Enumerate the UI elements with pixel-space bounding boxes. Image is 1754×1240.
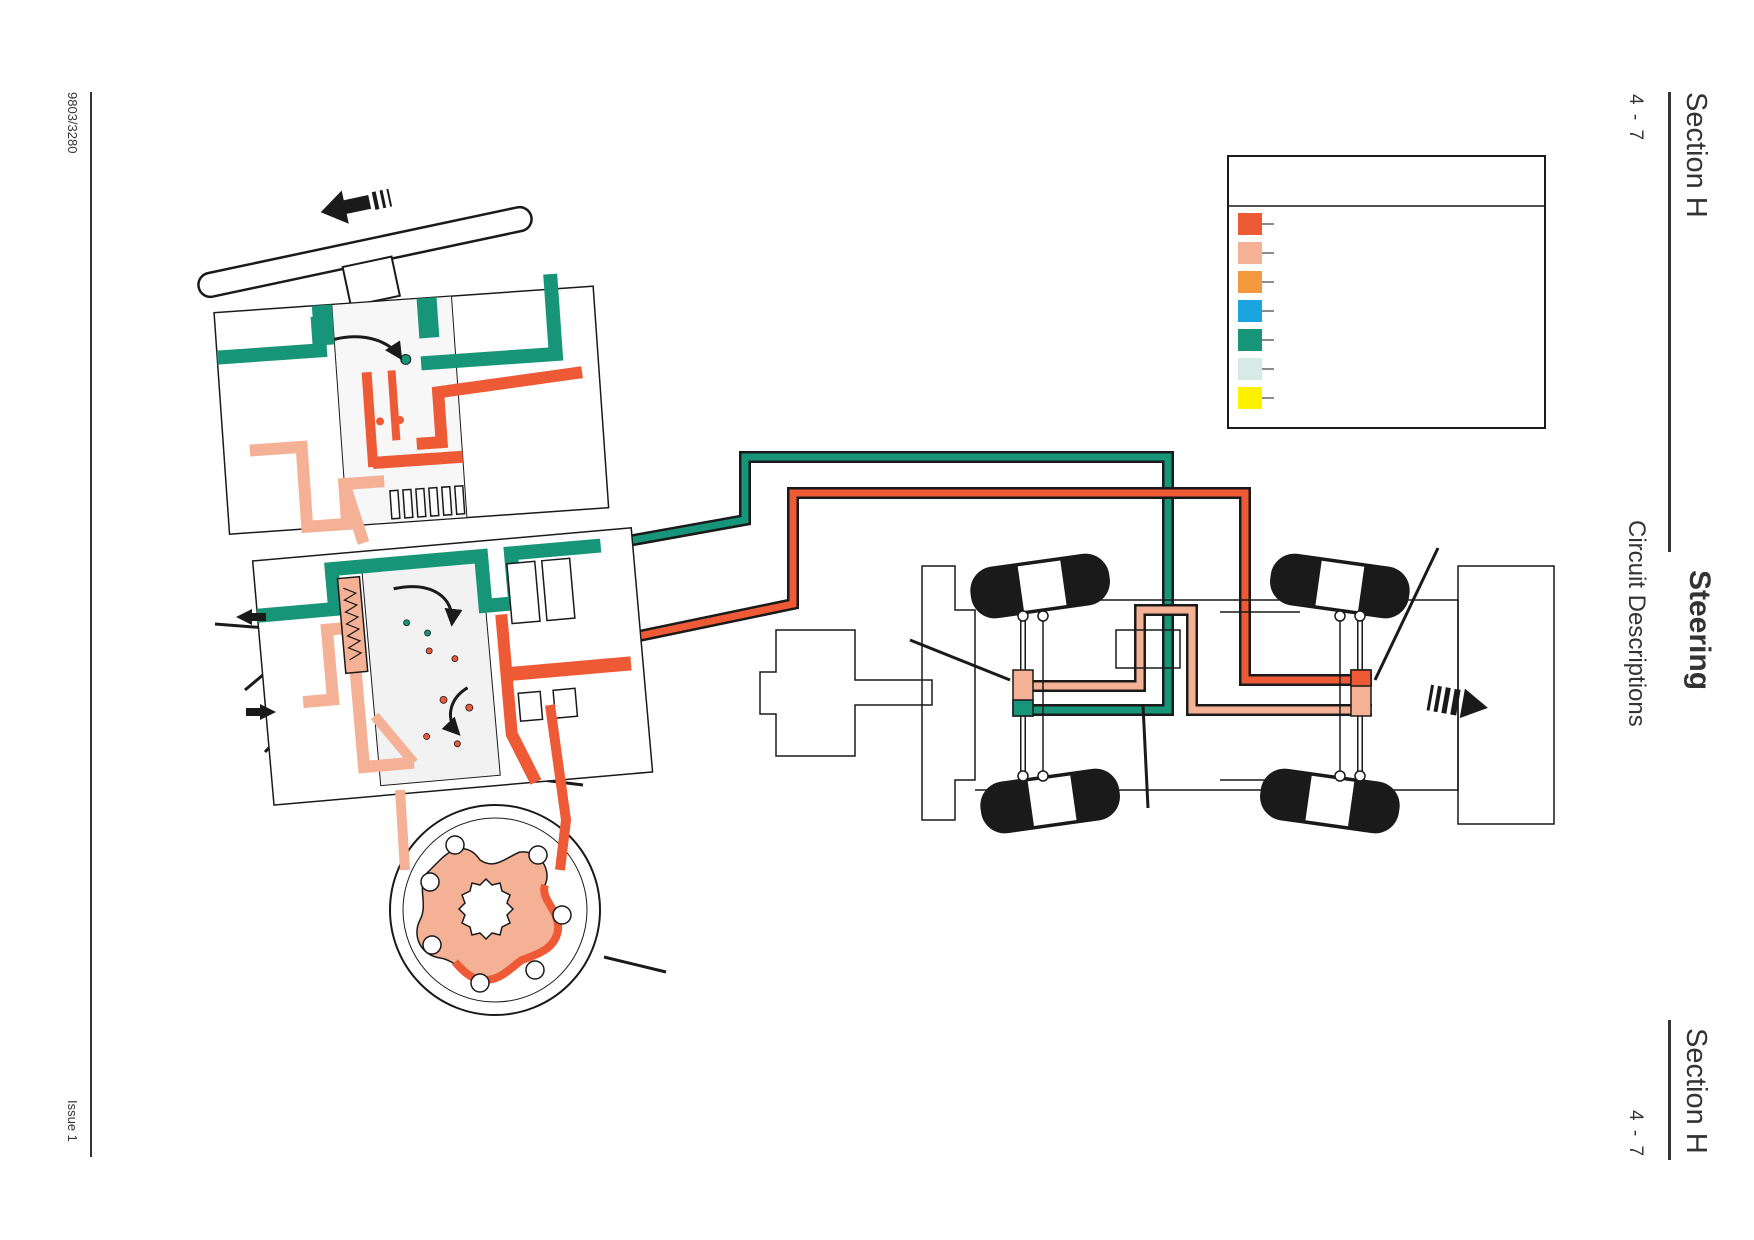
- wheels: [970, 553, 1410, 834]
- travel-direction-arrow: [1426, 684, 1488, 719]
- legend-swatch: [1238, 329, 1262, 351]
- gerotor-metering-unit: [389, 704, 601, 1016]
- legend-swatch: [1238, 213, 1262, 235]
- legend-swatch: [1238, 300, 1262, 322]
- legend-box: [1227, 155, 1546, 429]
- port-arrows: [236, 609, 276, 720]
- hydraulic-lines: [598, 451, 1372, 716]
- legend-swatch: [1238, 242, 1262, 264]
- legend-swatch: [1238, 387, 1262, 409]
- cylinder-line: [1030, 604, 1372, 716]
- header-rule-top: [1668, 92, 1671, 552]
- steering-unit-lower: [251, 527, 654, 806]
- legend-swatch: [1238, 358, 1262, 380]
- rear-axle: [1339, 600, 1372, 790]
- steering-wheel: [197, 205, 533, 308]
- footer-rule: [90, 92, 92, 1157]
- legend-swatches: [1238, 213, 1274, 409]
- steering-unit-upper: [213, 273, 610, 545]
- steer-direction-arrow: [320, 188, 393, 224]
- front-axle: [1012, 600, 1044, 790]
- header-rule-bottom: [1668, 1020, 1671, 1160]
- legend-swatch: [1238, 271, 1262, 293]
